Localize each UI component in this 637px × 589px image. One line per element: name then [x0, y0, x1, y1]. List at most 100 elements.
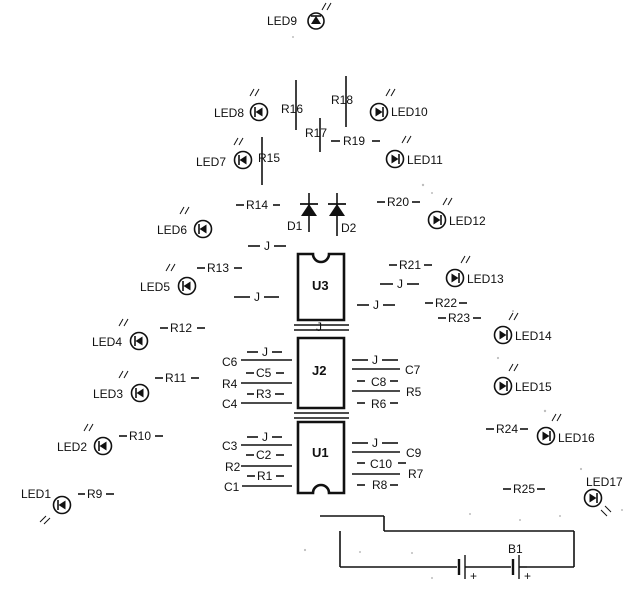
resistor-r11: R11 [155, 371, 199, 385]
resistor-label: R3 [256, 387, 272, 401]
jumper-7: J [247, 430, 282, 444]
capacitor-label: C1 [224, 480, 240, 494]
resistor-label: R24 [496, 422, 518, 436]
jumper-9: J [352, 436, 398, 450]
jumper-5: J [316, 320, 322, 334]
led-12: LED12 [427, 197, 486, 230]
jumper-label: J [373, 298, 379, 312]
resistor-r8: R8 [357, 478, 398, 492]
resistor-r25: R25 [503, 482, 545, 496]
led-label: LED8 [214, 106, 244, 120]
jumper-1: J [248, 239, 286, 253]
resistor-label: R21 [399, 258, 421, 272]
chip-j2: J2 [296, 336, 346, 410]
resistor-label: R18 [331, 93, 353, 107]
capacitor-label: C3 [222, 439, 238, 453]
capacitor-c3: C3 [222, 439, 292, 453]
resistor-r10: R10 [119, 429, 163, 443]
jumper-4: J [357, 298, 395, 312]
led-14: LED14 [493, 312, 552, 345]
resistor-label: R14 [246, 198, 268, 212]
resistor-label: R22 [435, 296, 457, 310]
resistor-r3: R3 [247, 387, 284, 401]
resistor-r22: R22 [425, 296, 467, 310]
resistor-r16: R16 [281, 80, 303, 130]
led-label: LED4 [92, 335, 122, 349]
capacitor-c5: C5 [246, 366, 284, 380]
led-6: LED6 [157, 206, 213, 239]
led-3: LED3 [93, 370, 150, 403]
resistor-label: R4 [222, 377, 238, 391]
capacitor-c9: C9 [352, 446, 422, 460]
led-label: LED13 [467, 272, 504, 286]
resistor-label: R13 [207, 261, 229, 275]
led-label: LED5 [140, 280, 170, 294]
diode-d2: D2 [328, 193, 357, 236]
resistor-label: R20 [387, 195, 409, 209]
led-label: LED11 [407, 153, 443, 167]
scan-speckles [292, 36, 623, 579]
led-2: LED2 [57, 423, 113, 456]
resistor-r20: R20 [377, 195, 420, 209]
capacitor-label: C6 [222, 355, 238, 369]
led-label: LED2 [57, 440, 87, 454]
resistor-r23: R23 [438, 311, 481, 325]
resistor-label: R6 [371, 397, 387, 411]
resistor-label: R5 [406, 385, 422, 399]
jumper-label: J [264, 239, 270, 253]
resistor-label: R15 [258, 151, 280, 165]
jumper-label: J [316, 320, 322, 334]
led-label: LED14 [515, 329, 552, 343]
capacitor-c8: C8 [357, 375, 398, 389]
capacitor-c10: C10 [357, 457, 406, 471]
resistor-r6: R6 [357, 397, 398, 411]
battery-label: B1 [508, 542, 523, 556]
diode-label: D1 [287, 219, 303, 233]
resistor-r4: R4 [222, 377, 292, 391]
resistor-r21: R21 [389, 258, 432, 272]
jumper-label: J [254, 290, 260, 304]
led-1: LED1 [21, 487, 72, 525]
led-label: LED12 [449, 214, 486, 228]
resistor-label: R7 [408, 467, 424, 481]
resistor-r13: R13 [197, 261, 242, 275]
resistor-label: R19 [343, 134, 365, 148]
led-label: LED16 [558, 431, 595, 445]
resistor-r24: R24 [486, 422, 528, 436]
led-15: LED15 [493, 363, 552, 396]
led-label: LED1 [21, 487, 51, 501]
resistor-r1: R1 [247, 469, 284, 483]
jumper-label: J [262, 345, 268, 359]
capacitor-c7: C7 [352, 363, 421, 377]
capacitor-label: C2 [256, 448, 272, 462]
led-label: LED15 [515, 380, 552, 394]
resistor-label: R2 [225, 460, 241, 474]
led-4: LED4 [92, 318, 149, 351]
diode-d1: D1 [287, 193, 318, 233]
jumper-label: J [372, 436, 378, 450]
led-17: LED17 [583, 475, 623, 517]
resistor-label: R11 [165, 371, 186, 385]
led-7: LED7 [196, 137, 253, 170]
resistor-r15: R15 [258, 137, 280, 185]
led-16: LED16 [536, 413, 595, 446]
resistor-label: R25 [513, 482, 535, 496]
chip-label: U1 [312, 445, 329, 460]
jumper-label: J [262, 430, 268, 444]
resistor-r18: R18 [331, 76, 353, 127]
led-label: LED9 [267, 14, 297, 28]
chip-u1: U1 [296, 420, 346, 495]
resistor-r14: R14 [236, 198, 280, 212]
diode-label: D2 [341, 221, 357, 235]
chip-u3: U3 [296, 252, 346, 322]
resistor-r7: R7 [352, 467, 424, 481]
battery-plus-1: + [470, 569, 477, 583]
jumper-2: J [234, 290, 279, 304]
led-10: LED10 [369, 88, 428, 122]
resistor-r9: R9 [78, 487, 114, 501]
led-label: LED10 [391, 105, 428, 119]
capacitor-c4: C4 [222, 397, 292, 411]
resistor-r2: R2 [225, 460, 292, 474]
resistor-label: R8 [372, 478, 388, 492]
